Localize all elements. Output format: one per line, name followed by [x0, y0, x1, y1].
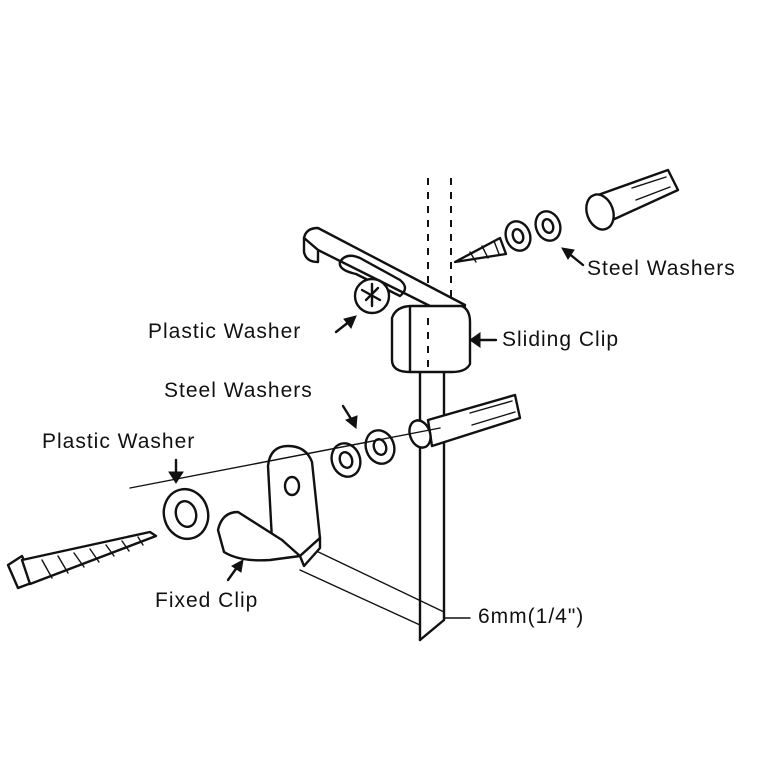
plastic-washer-left-label: Plastic Washer	[42, 430, 196, 453]
left-plastic-washer-icon	[162, 487, 210, 541]
steel-washers-mid-label: Steel Washers	[164, 379, 313, 402]
steel-washers-top-label: Steel Washers	[587, 257, 736, 280]
middle-steel-washers-icon	[330, 429, 396, 478]
sliding-clip-icon	[390, 304, 472, 374]
glass-thickness-label: 6mm(1/4")	[478, 605, 585, 628]
sliding-clip-plate-icon	[302, 226, 467, 324]
sliding-clip-label: Sliding Clip	[502, 328, 620, 351]
fixed-clip-icon	[129, 427, 441, 568]
glass-panel	[299, 178, 471, 642]
plastic-washer-top-label: Plastic Washer	[148, 320, 302, 343]
middle-anchor-icon	[408, 393, 522, 449]
top-steel-washers-icon	[504, 210, 562, 252]
top-screw-icon	[453, 236, 508, 264]
fixed-clip-label: Fixed Clip	[155, 589, 259, 612]
long-screw-icon	[6, 530, 158, 590]
arrow-icon	[168, 247, 585, 582]
top-anchor-icon	[585, 168, 680, 231]
